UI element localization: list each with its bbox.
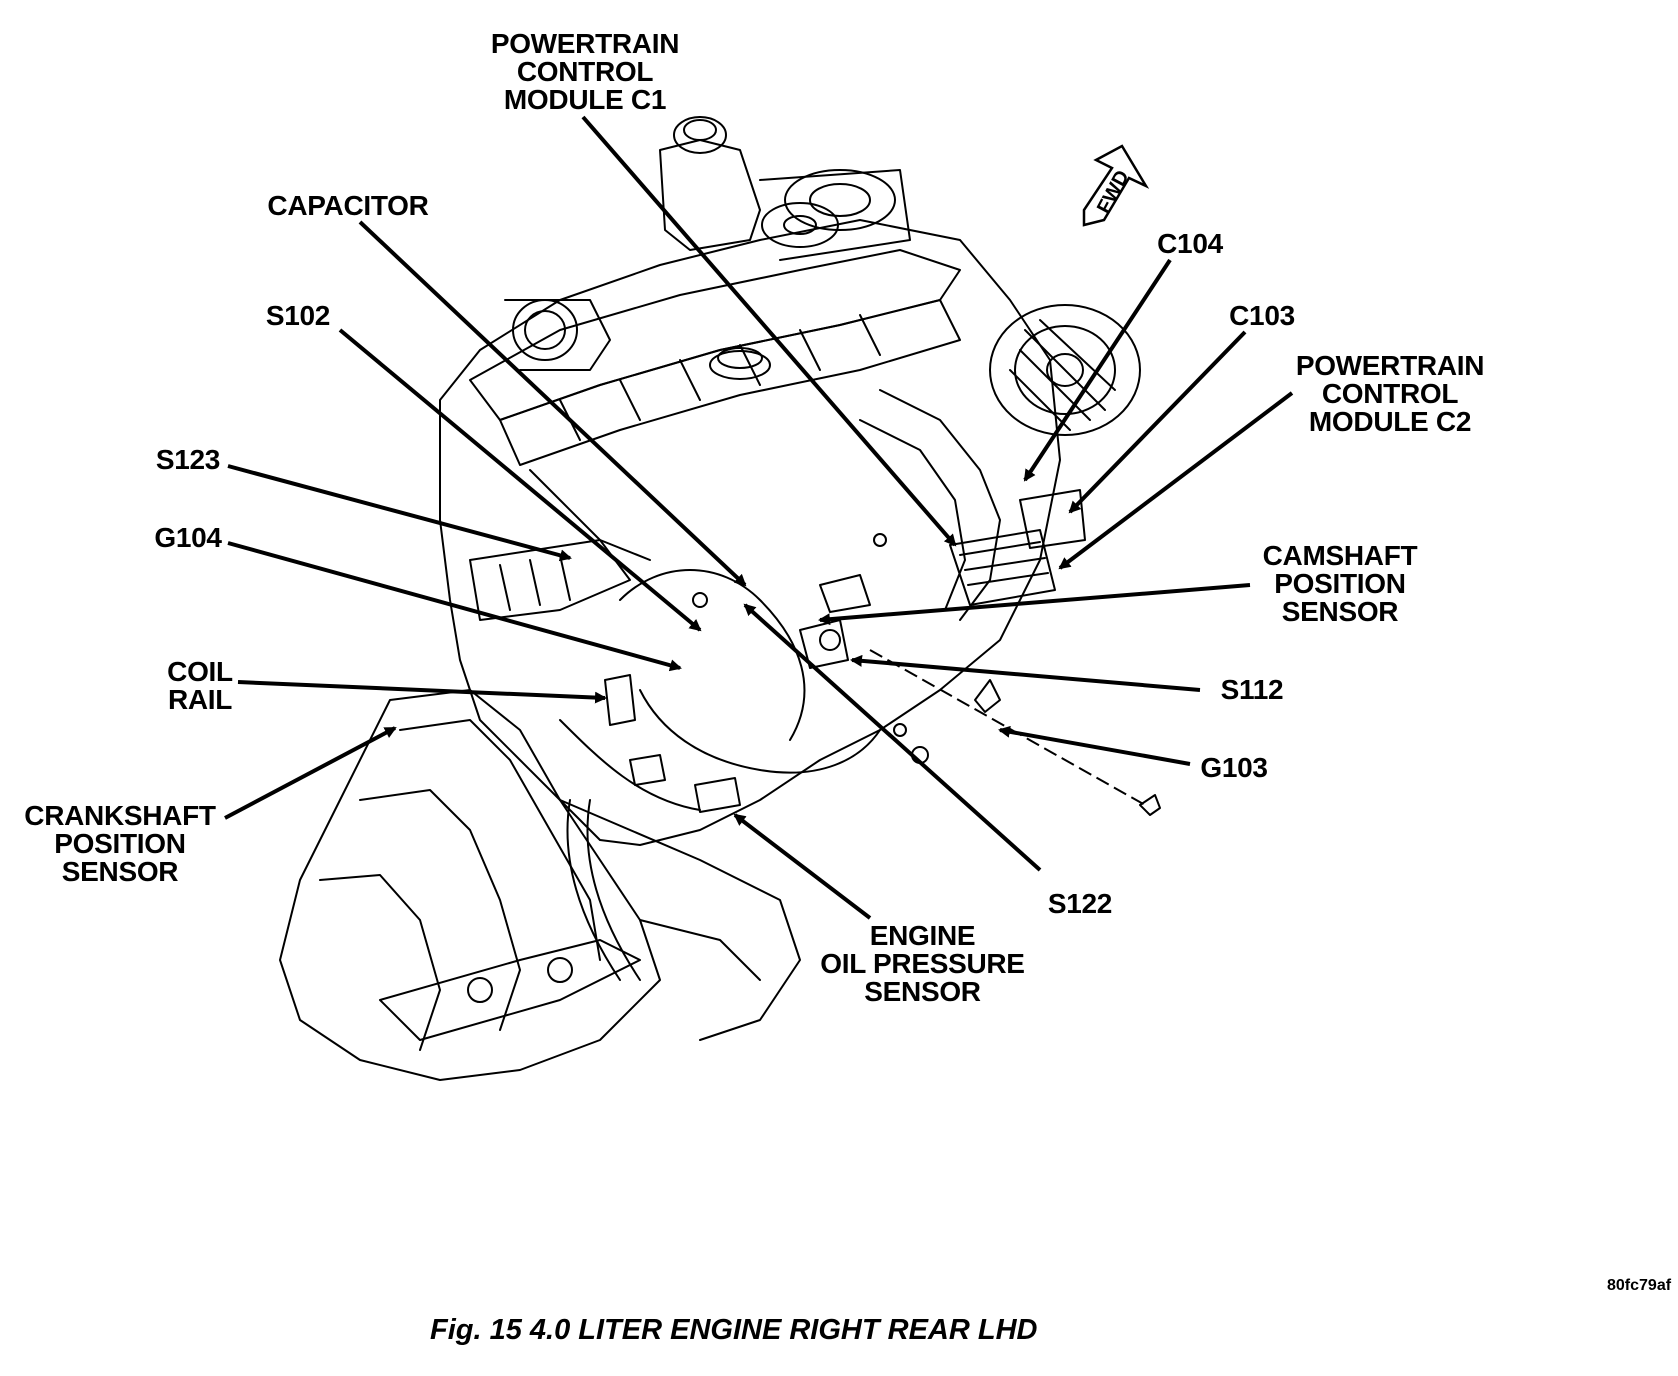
s123-label: S123 (148, 446, 228, 474)
c104-leader (1023, 258, 1172, 482)
s102-text: S102 (265, 300, 331, 331)
s102-leader (338, 328, 702, 632)
c103-label: C103 (1222, 302, 1302, 330)
oil-pressure-leader (733, 813, 872, 920)
figure-reference-code: 80fc79af (1607, 1277, 1672, 1294)
pcm-c2-leader (1058, 391, 1294, 570)
g103-text: G103 (1200, 752, 1268, 783)
pcm-c1-leader (581, 115, 957, 547)
c103-leader (1068, 330, 1247, 514)
s123-text: S123 (155, 444, 221, 475)
crankshaft-line-2: POSITION (54, 828, 186, 859)
pcm-c1-line-1: POWERTRAIN (490, 28, 680, 59)
c104-text: C104 (1157, 228, 1223, 259)
crankshaft-leader (224, 726, 397, 820)
crankshaft-label: CRANKSHAFT POSITION SENSOR (20, 802, 220, 886)
oil-pressure-line-2: OIL PRESSURE (820, 948, 1025, 979)
g103-leader (998, 725, 1191, 766)
pcm-c1-label: POWERTRAIN CONTROL MODULE C1 (470, 30, 700, 114)
oil-pressure-label: ENGINE OIL PRESSURE SENSOR (815, 922, 1030, 1006)
capacitor-label: CAPACITOR (258, 192, 438, 220)
coil-rail-label: COIL RAIL (160, 658, 240, 714)
c104-label: C104 (1150, 230, 1230, 258)
coil-rail-leader (237, 680, 607, 704)
s112-leader (850, 654, 1201, 692)
c103-text: C103 (1229, 300, 1295, 331)
s122-text: S122 (1047, 888, 1113, 919)
crankshaft-line-1: CRANKSHAFT (24, 800, 216, 831)
camshaft-line-2: POSITION (1274, 568, 1406, 599)
s122-leader (743, 603, 1042, 872)
s122-label: S122 (1040, 890, 1120, 918)
g104-label: G104 (148, 524, 228, 552)
camshaft-line-3: SENSOR (1281, 596, 1399, 627)
pcm-c1-line-3: MODULE C1 (503, 84, 667, 115)
oil-pressure-line-1: ENGINE (869, 920, 976, 951)
coil-rail-line-1: COIL (167, 656, 233, 687)
fwd-arrow: FWD (1082, 144, 1150, 227)
pcm-c2-label: POWERTRAIN CONTROL MODULE C2 (1290, 352, 1490, 436)
s112-text: S112 (1220, 674, 1284, 705)
camshaft-leader (818, 583, 1251, 626)
oil-pressure-line-3: SENSOR (864, 976, 981, 1007)
leader-lines (224, 115, 1294, 920)
capacitor-text: CAPACITOR (267, 190, 429, 221)
engine-line-art (279, 116, 1161, 1081)
pcm-c2-line-2: CONTROL (1321, 378, 1459, 409)
coil-rail-line-2: RAIL (167, 684, 233, 715)
pcm-c1-line-2: CONTROL (516, 56, 654, 87)
pcm-c2-line-1: POWERTRAIN (1295, 350, 1485, 381)
figure-caption: Fig. 15 4.0 LITER ENGINE RIGHT REAR LHD (430, 1314, 1038, 1346)
g103-dashed-line (869, 649, 1146, 806)
s123-leader (227, 464, 572, 562)
pcm-c2-line-3: MODULE C2 (1308, 406, 1472, 437)
g103-label: G103 (1194, 754, 1274, 782)
capacitor-leader (358, 220, 747, 587)
camshaft-line-1: CAMSHAFT (1262, 540, 1418, 571)
g104-text: G104 (154, 522, 222, 553)
s112-label: S112 (1212, 676, 1292, 704)
g104-leader (227, 541, 682, 672)
crankshaft-line-3: SENSOR (61, 856, 179, 887)
camshaft-label: CAMSHAFT POSITION SENSOR (1255, 542, 1425, 626)
s102-label: S102 (258, 302, 338, 330)
